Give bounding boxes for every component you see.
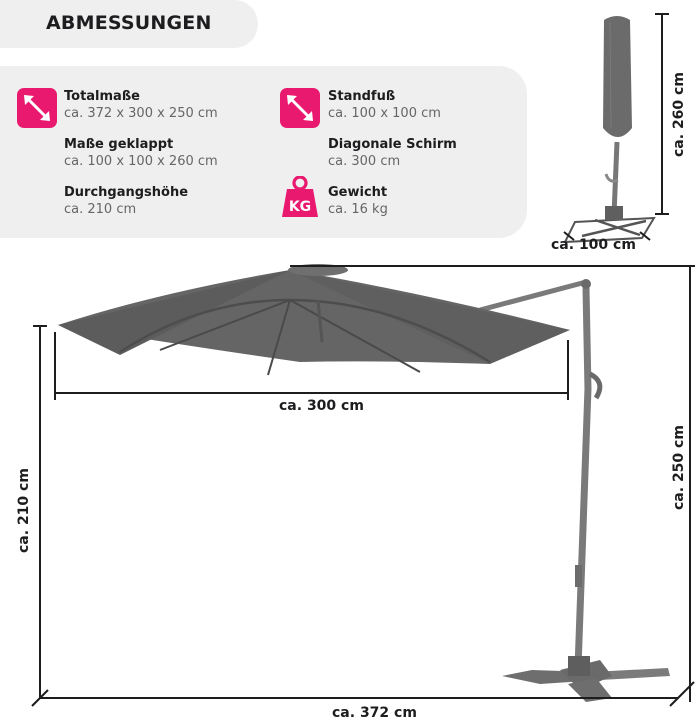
spec-value: ca. 16 kg <box>328 202 388 217</box>
spec-value: ca. 100 x 100 x 260 cm <box>64 154 218 169</box>
folded-height-label: ca. 260 cm <box>671 72 687 157</box>
folded-dimension-lines <box>563 13 669 241</box>
canopy-diameter-label: ca. 300 cm <box>279 398 364 414</box>
weight-kg-icon: KG <box>280 175 320 218</box>
spec-label: Diagonale Schirm <box>328 137 457 152</box>
spec-label: Totalmaße <box>64 89 141 104</box>
spec-durchgangshoehe: Durchgangshöhe ca. 210 cm <box>64 184 188 218</box>
specs-panel <box>0 66 527 238</box>
page-title: ABMESSUNGEN <box>46 12 212 34</box>
diagonal-arrows-icon <box>17 88 57 128</box>
umbrella-pole <box>479 279 603 669</box>
total-height-label: ca. 250 cm <box>671 425 687 510</box>
spec-value: ca. 210 cm <box>64 202 137 217</box>
spec-label: Standfuß <box>328 89 396 104</box>
clearance-dimension-line <box>33 325 47 698</box>
spec-value: ca. 100 x 100 cm <box>328 106 441 121</box>
folded-base-label: ca. 100 cm <box>551 237 636 253</box>
spec-standfuss: Standfuß ca. 100 x 100 cm <box>328 88 441 122</box>
spec-value: ca. 372 x 300 x 250 cm <box>64 106 218 121</box>
spec-label: Durchgangshöhe <box>64 185 189 200</box>
spec-label: Gewicht <box>328 185 388 200</box>
height-dimension-line <box>290 265 695 702</box>
spec-gewicht: Gewicht ca. 16 kg <box>328 184 388 218</box>
canopy-dimension-line <box>54 332 569 400</box>
title-banner: ABMESSUNGEN <box>0 0 258 48</box>
canopy <box>58 264 570 376</box>
spec-masse-geklappt: Maße geklappt ca. 100 x 100 x 260 cm <box>64 136 218 170</box>
diagonal-arrows-icon <box>280 88 320 128</box>
clearance-height-label: ca. 210 cm <box>16 468 32 553</box>
cross-base <box>502 656 670 702</box>
folded-umbrella <box>563 16 656 244</box>
spec-totalmasse: Totalmaße ca. 372 x 300 x 250 cm <box>64 88 218 122</box>
spec-diagonale-schirm: Diagonale Schirm ca. 300 cm <box>328 136 457 170</box>
total-width-label: ca. 372 cm <box>332 705 417 721</box>
kg-label: KG <box>289 199 311 215</box>
spec-label: Maße geklappt <box>64 137 174 152</box>
spec-value: ca. 300 cm <box>328 154 401 169</box>
width-dimension-line <box>31 681 695 707</box>
